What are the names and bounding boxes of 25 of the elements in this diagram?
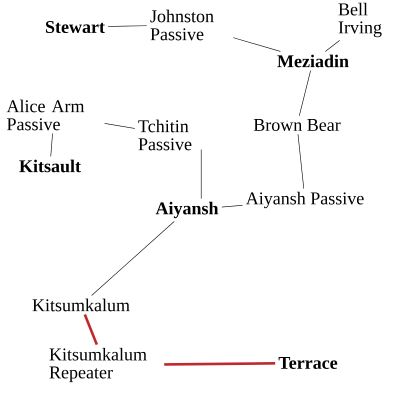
connector-line <box>232 37 281 52</box>
town-label: Stewart <box>46 20 105 34</box>
connector-line <box>299 70 311 116</box>
connector-line <box>298 134 304 189</box>
site-label: Alice Arm Passive <box>6 100 84 130</box>
site-label: Aiyansh Passive <box>246 192 364 208</box>
site-label: Tchitin Passive <box>138 120 192 150</box>
town-label: Terrace <box>278 357 338 369</box>
connector-line <box>325 40 340 52</box>
connector-line <box>108 25 148 27</box>
site-label: Brown Bear <box>254 119 341 131</box>
site-label: Johnston Passive <box>150 10 214 40</box>
town-label: Aiyansh <box>156 202 218 218</box>
town-label: Meziadin <box>277 54 349 68</box>
connector-line <box>221 204 243 208</box>
connector-line <box>50 133 53 157</box>
connector-line <box>91 221 175 296</box>
connector-line <box>104 123 136 129</box>
connector-line <box>200 149 202 199</box>
site-label: Kitsumkalum Repeater <box>50 348 147 382</box>
site-label: Bell Irving <box>338 2 382 38</box>
site-label: Kitsumkalum <box>32 298 130 312</box>
connector-line <box>84 314 98 346</box>
town-label: Kitsault <box>19 160 81 172</box>
connector-line <box>164 362 276 366</box>
